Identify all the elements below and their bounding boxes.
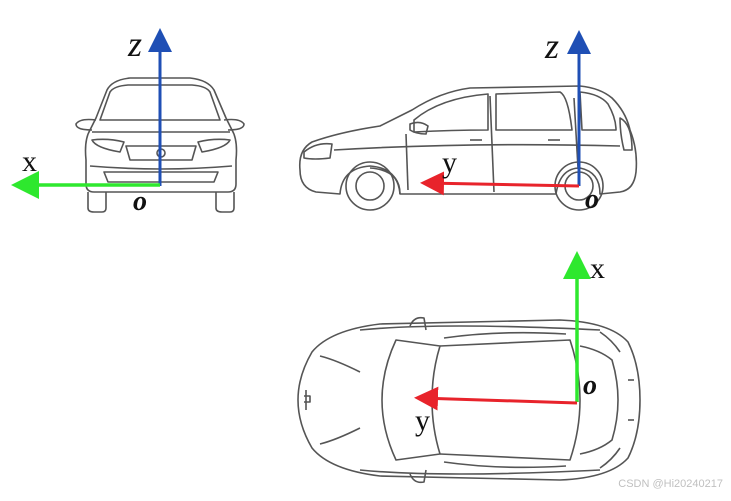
side-origin-label: o (585, 184, 599, 215)
car-top-view (297, 316, 641, 484)
top-origin-label: o (583, 370, 597, 401)
top-x-label: x (590, 252, 605, 285)
top-y-axis (414, 386, 578, 411)
car-side-view (298, 85, 638, 211)
front-x-label: x (22, 145, 37, 178)
watermark: CSDN @Hi20240217 (618, 478, 723, 490)
side-z-label: z (545, 26, 560, 66)
front-origin-label: o (133, 186, 147, 217)
side-y-axis (420, 171, 580, 196)
front-z-label: z (128, 24, 143, 64)
side-y-label: y (442, 146, 457, 179)
top-y-label: y (415, 404, 430, 437)
